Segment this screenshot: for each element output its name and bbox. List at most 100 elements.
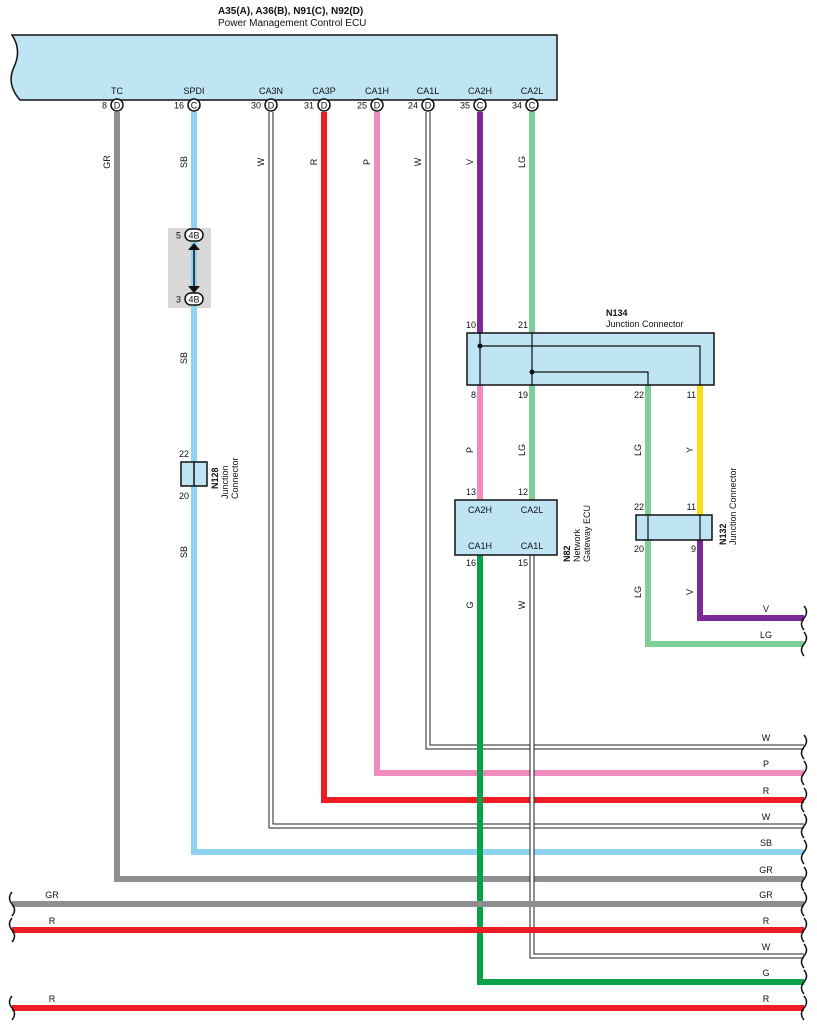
n82-pin-12: 12 bbox=[518, 487, 528, 497]
n134-name: Junction Connector bbox=[606, 319, 684, 329]
terminal-ca2l-conn: C bbox=[529, 101, 536, 111]
n134-pin-11: 11 bbox=[687, 390, 696, 400]
terminal-ca1h-num: 25 bbox=[357, 101, 367, 111]
n134-pin-19: 19 bbox=[518, 390, 528, 400]
n132-pin-9: 9 bbox=[691, 544, 696, 554]
terminal-ca2l: C 34 bbox=[512, 98, 539, 112]
terminal-ca3p-conn: D bbox=[321, 101, 328, 111]
pin-label-ca3n: CA3N bbox=[259, 86, 283, 96]
code-lg2-mid: LG bbox=[633, 444, 643, 456]
n82-pin-13: 13 bbox=[466, 487, 476, 497]
pin-label-spdi: SPDI bbox=[183, 86, 204, 96]
n82-pin-15: 15 bbox=[518, 558, 528, 568]
out-label-gr2: GR bbox=[759, 890, 773, 900]
out-label-gr1: GR bbox=[759, 865, 773, 875]
inline-4b-pin-top: 5 bbox=[176, 231, 181, 241]
inline-4b-code-top: 4B bbox=[188, 231, 199, 241]
ecu-n82: 13 12 CA2H CA2L CA1H CA1L 16 15 N82 Netw… bbox=[454, 487, 592, 568]
n82-label-ca1h: CA1H bbox=[468, 541, 492, 551]
wire-v-n132-out bbox=[697, 540, 804, 621]
n82-label-ca2h: CA2H bbox=[468, 505, 492, 515]
in-label-r2: R bbox=[49, 994, 56, 1004]
n82-name-1: Network bbox=[572, 528, 582, 562]
right-break-marks bbox=[800, 605, 808, 1021]
wire-w-ca3n-outer bbox=[268, 112, 804, 829]
n82-label-ca1l: CA1L bbox=[521, 541, 544, 551]
pin-label-tc: TC bbox=[111, 86, 123, 96]
wire-w-ca1l-inner bbox=[426, 112, 804, 749]
n128-id: N128 bbox=[210, 467, 220, 489]
right-output-labels: V LG W P R W SB GR GR R W G R bbox=[759, 604, 773, 1004]
pin-label-ca3p: CA3P bbox=[312, 86, 336, 96]
inline-4b-pin-bottom: 3 bbox=[176, 295, 181, 305]
code-w-low: W bbox=[517, 600, 527, 609]
pin-label-ca2l: CA2L bbox=[521, 86, 544, 96]
code-sb-mid: SB bbox=[179, 352, 189, 364]
terminal-spdi: C 16 bbox=[174, 98, 201, 112]
n128-name-2: Connector bbox=[230, 457, 240, 499]
wire-g-n82-out bbox=[477, 555, 804, 985]
n128-top-pin: 22 bbox=[179, 449, 189, 459]
inline-4b-code-bottom: 4B bbox=[188, 295, 199, 305]
out-label-g: G bbox=[762, 968, 769, 978]
n134-pin-22: 22 bbox=[634, 390, 644, 400]
terminal-ca1h: D 25 bbox=[357, 98, 384, 112]
out-label-w1: W bbox=[762, 733, 771, 743]
terminal-ca3n-num: 30 bbox=[251, 101, 261, 111]
code-lg-mid: LG bbox=[517, 444, 527, 456]
terminal-ca1l: D 24 bbox=[408, 98, 435, 112]
terminal-ca2h-conn: C bbox=[477, 101, 484, 111]
n132-name: Junction Connector bbox=[728, 467, 738, 545]
n82-label-ca2l: CA2L bbox=[521, 505, 544, 515]
terminal-ca1h-conn: D bbox=[374, 101, 381, 111]
code-w-ca3n: W bbox=[256, 157, 266, 166]
wire-w-n82-out-inner bbox=[530, 555, 804, 958]
n132-pin-11-top: 11 bbox=[687, 502, 696, 512]
terminal-tc: D 8 bbox=[102, 98, 124, 112]
code-v-n132: V bbox=[685, 589, 695, 595]
pin-label-ca1h: CA1H bbox=[365, 86, 389, 96]
code-p-top: P bbox=[362, 159, 372, 165]
pin-label-ca2h: CA2H bbox=[468, 86, 492, 96]
terminal-ca1l-conn: D bbox=[425, 101, 432, 111]
terminal-tc-conn: D bbox=[114, 101, 121, 111]
terminal-ca3n-conn: D bbox=[268, 101, 275, 111]
code-v-top: V bbox=[465, 159, 475, 165]
n134-pin-10: 10 bbox=[466, 320, 476, 330]
wire-gr-tc bbox=[114, 112, 804, 882]
ecu-id-line: A35(A), A36(B), N91(C), N92(D) bbox=[218, 6, 363, 17]
terminal-tc-num: 8 bbox=[102, 101, 107, 111]
code-gr-top: GR bbox=[102, 155, 112, 169]
code-lg-top: LG bbox=[517, 156, 527, 168]
code-y-mid: Y bbox=[685, 447, 695, 453]
n134-pin-8: 8 bbox=[471, 390, 476, 400]
in-label-r1: R bbox=[49, 916, 56, 926]
out-label-v: V bbox=[763, 604, 769, 614]
n132-pin-22: 22 bbox=[634, 502, 644, 512]
terminal-spdi-conn: C bbox=[191, 101, 198, 111]
code-sb-top: SB bbox=[179, 156, 189, 168]
junction-n132: 22 11 20 9 N132 Junction Connector bbox=[634, 467, 738, 554]
terminal-ca3p: D 31 bbox=[304, 98, 331, 112]
ecu-body bbox=[10, 34, 558, 101]
n134-pin-21: 21 bbox=[518, 320, 528, 330]
terminal-ca3p-num: 31 bbox=[304, 101, 314, 111]
in-label-gr: GR bbox=[45, 890, 59, 900]
wire-w-ca3n-inner bbox=[269, 112, 804, 828]
n132-id: N132 bbox=[718, 523, 728, 545]
terminal-ca2h: C 35 bbox=[460, 98, 487, 112]
n134-id: N134 bbox=[606, 308, 628, 318]
terminal-ca2l-num: 34 bbox=[512, 101, 522, 111]
code-w-ca1l: W bbox=[413, 157, 423, 166]
pin-label-ca1l: CA1L bbox=[417, 86, 440, 96]
terminal-ca3n: D 30 bbox=[251, 98, 278, 112]
code-sb-low: SB bbox=[179, 546, 189, 558]
out-label-r1: R bbox=[763, 786, 770, 796]
wire-w-ca1l-outer bbox=[425, 112, 804, 750]
n82-name-2: Gateway ECU bbox=[582, 505, 592, 562]
junction-n134: N134 Junction Connector 10 21 8 19 22 11 bbox=[466, 308, 715, 400]
n128-name-1: Junction bbox=[220, 465, 230, 499]
terminal-ca1l-num: 24 bbox=[408, 101, 418, 111]
out-label-r3: R bbox=[763, 994, 770, 1004]
